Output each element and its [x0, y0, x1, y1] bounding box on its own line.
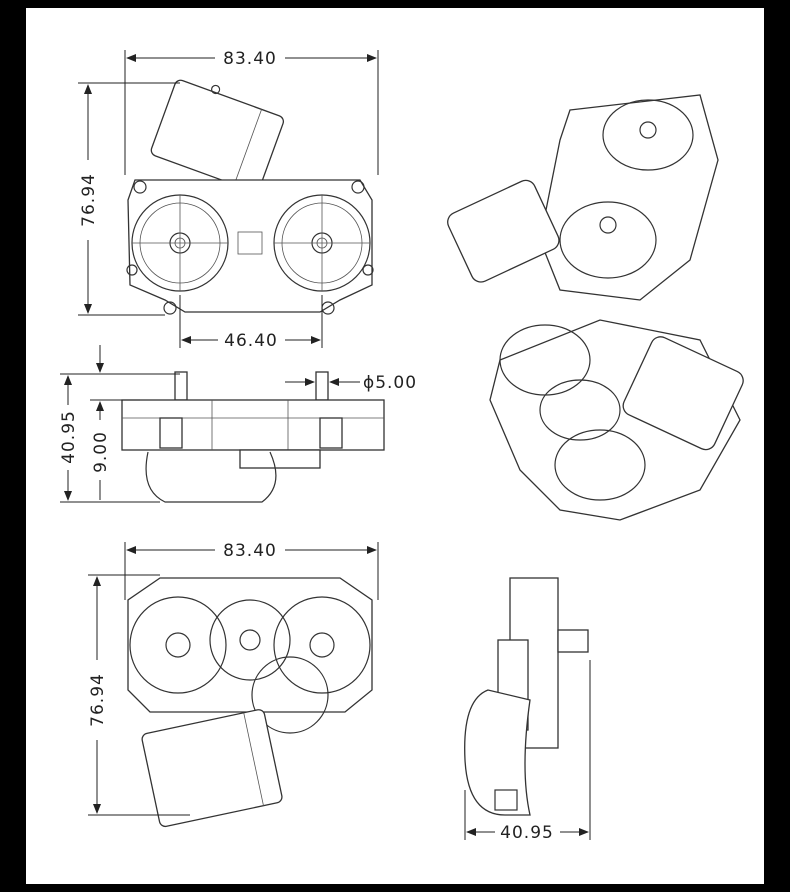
dimension-rear-height: 76.94 — [88, 574, 190, 816]
dimension-label: ϕ5.00 — [363, 373, 417, 393]
dimension-label: 46.40 — [224, 331, 278, 351]
front-view — [126, 79, 374, 315]
dimension-label: 83.40 — [223, 541, 277, 561]
rear-motor — [141, 709, 283, 828]
dimension-label: 76.94 — [88, 673, 108, 727]
dimension-gear-spacing: 46.40 — [179, 295, 323, 351]
dimension-label: 83.40 — [223, 49, 277, 69]
dimension-label: 40.95 — [500, 823, 554, 843]
rear-view — [127, 577, 373, 828]
dimension-label: 40.95 — [59, 410, 79, 464]
side-view — [121, 371, 385, 503]
dimension-shaft-diameter: ϕ5.00 — [285, 373, 417, 393]
dimension-side-offset: 9.00 — [90, 345, 140, 500]
dimension-front-height: 76.94 — [78, 82, 180, 316]
dimension-front-width: 83.40 — [124, 49, 379, 175]
dimension-label: 9.00 — [91, 431, 111, 473]
dimension-label: 76.94 — [79, 173, 99, 227]
isometric-view-bottom — [489, 319, 744, 521]
front-motor — [150, 79, 285, 193]
isometric-view-top — [447, 94, 719, 301]
dimension-side-height: 40.95 — [59, 373, 180, 503]
dimension-right-depth: 40.95 — [464, 660, 591, 843]
right-side-view — [464, 577, 589, 816]
dimension-rear-width: 83.40 — [124, 541, 379, 600]
